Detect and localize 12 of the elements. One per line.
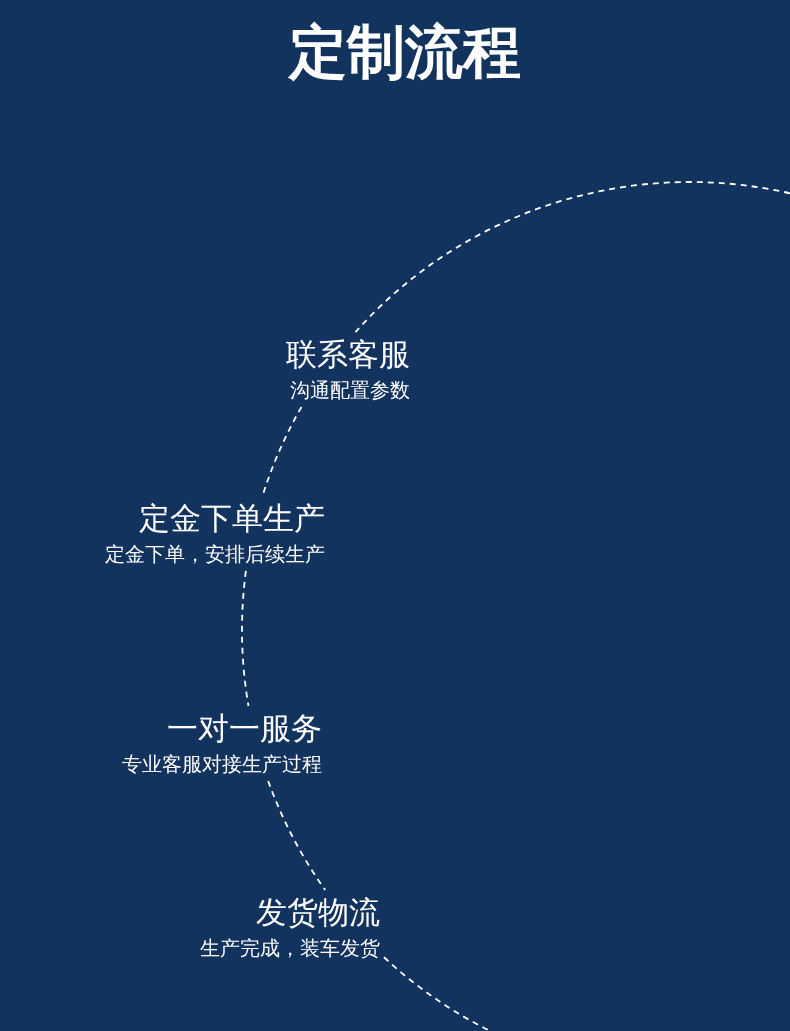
step-description: 定金下单，安排后续生产 (105, 542, 325, 567)
step-title: 一对一服务 (167, 710, 322, 747)
diagram-title: 定制流程 (289, 17, 521, 88)
connector-line (354, 181, 790, 333)
step-title: 发货物流 (256, 894, 380, 931)
step-description: 专业客服对接生产过程 (122, 752, 322, 777)
step-title: 联系客服 (286, 336, 410, 373)
connector-line (241, 570, 250, 707)
step-description: 沟通配置参数 (290, 378, 410, 403)
step-title: 定金下单生产 (139, 500, 325, 537)
connector-line (267, 780, 327, 891)
step-description: 生产完成，装车发货 (200, 936, 380, 961)
